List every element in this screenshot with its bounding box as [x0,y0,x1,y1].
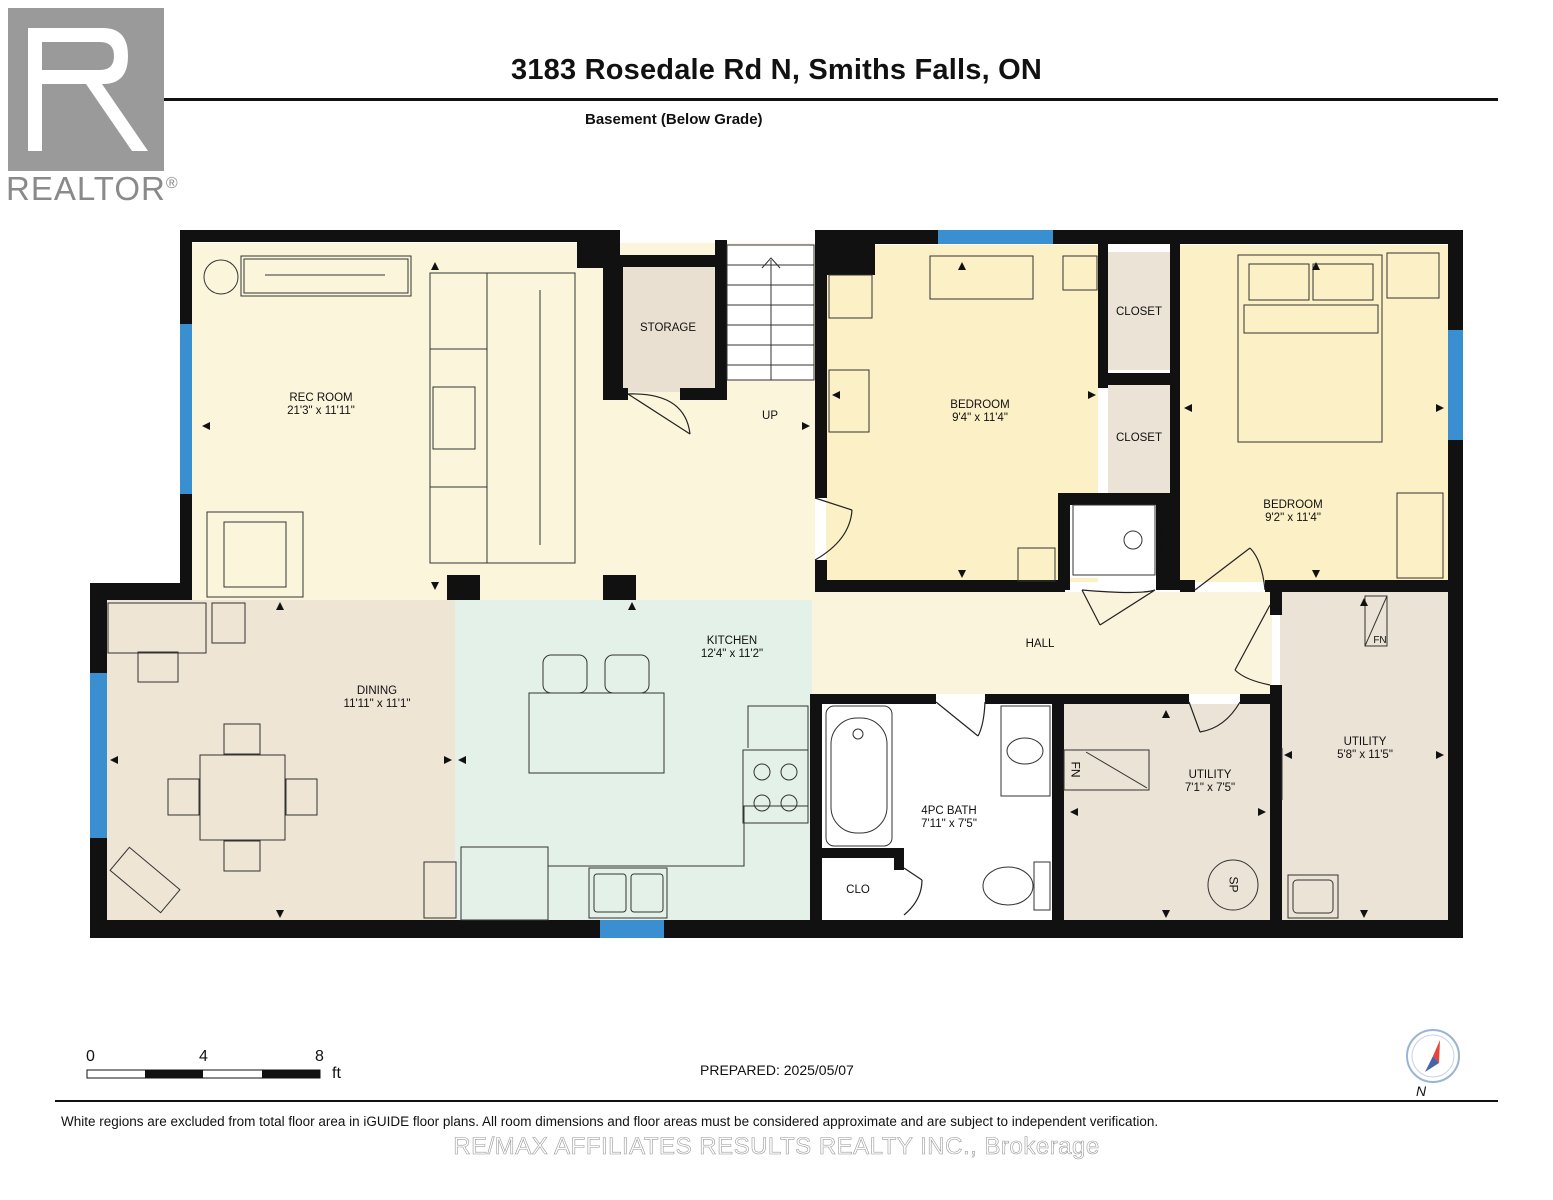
sump-pump-label: SP [1226,876,1241,893]
furnace2-label: FN [1373,635,1387,646]
furniture [107,252,1444,921]
bedroom1-area [826,245,1098,582]
disclaimer-text: White regions are excluded from total fl… [61,1114,1159,1129]
scale-tick-4: 4 [199,1048,208,1065]
windows [90,230,1463,938]
brokerage-watermark: RE/MAX AFFILIATES RESULTS REALTY INC., B… [453,1133,1100,1161]
scale-tick-8: 8 [315,1048,324,1065]
doors [627,393,1271,916]
storage-label: STORAGE [639,322,697,334]
utility1-area [1064,704,1270,920]
realtor-logo-icon [8,8,164,171]
hall-label: HALL [1025,638,1055,650]
scale-tick-0: 0 [86,1048,95,1065]
furnace1-label: FN [1068,761,1083,778]
compass-icon [1406,1029,1460,1083]
title-divider [55,98,1498,101]
closet2-area [1108,385,1170,495]
laundry-label: LNDRY [1157,526,1169,561]
closet2-label: CLOSET [1115,432,1163,444]
stairs-up-label: UP [762,410,778,422]
utility2-area [1280,592,1448,920]
footer-divider [55,1100,1498,1102]
compass-north-label: N [1416,1083,1427,1099]
realtor-wordmark: REALTOR® [6,170,179,207]
closet1-area [1108,252,1170,370]
storage-area [620,262,718,392]
scale-bar [86,1069,321,1079]
stairs [726,244,815,381]
dining-area [102,600,455,920]
page-title: 3183 Rosedale Rd N, Smiths Falls, ON [511,54,1042,86]
hall-area [812,592,1272,694]
level-label: Basement (Below Grade) [585,111,763,128]
clo-label: CLO [846,884,870,896]
laundry-area [1070,502,1156,578]
bath-area [822,700,1054,920]
bedroom2-area [1180,245,1448,582]
closet1-label: CLOSET [1115,306,1163,318]
dimension-markers [110,262,1444,918]
kitchen-area [455,600,812,920]
scale-unit: ft [332,1065,341,1082]
prepared-date: PREPARED: 2025/05/07 [700,1062,854,1078]
